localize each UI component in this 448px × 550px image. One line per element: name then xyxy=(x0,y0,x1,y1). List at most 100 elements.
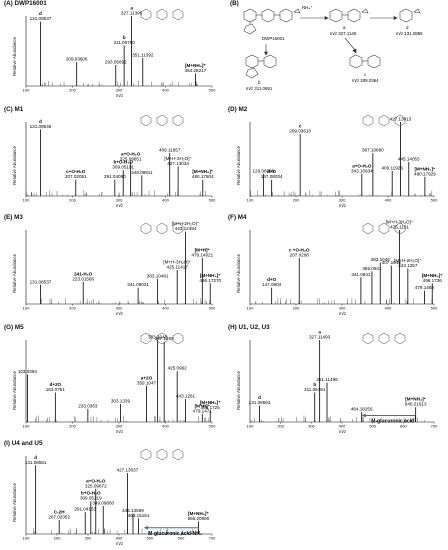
peak-label: 349.09860 xyxy=(92,500,114,505)
x-tick-label: 100 xyxy=(247,424,254,429)
y-axis-label: Relative Abundance xyxy=(12,370,17,410)
x-tick-label: 100 xyxy=(247,198,254,203)
structure-inset xyxy=(362,222,406,235)
scheme-compound-name: DWP16001 xyxy=(262,36,285,41)
peak-label: 383.1048 xyxy=(148,335,168,340)
peak-label: 291.04153 xyxy=(74,507,96,512)
x-tick-label: 100 xyxy=(23,88,30,93)
x-tick-label: 500 xyxy=(431,306,438,311)
axes xyxy=(249,340,434,423)
axes xyxy=(25,16,212,87)
fragment-d-mz: m/z 131.0855 xyxy=(396,31,423,36)
x-tick-label: 300 xyxy=(116,198,123,203)
peak-label: [M+H-3H₂O]⁺425.11417 xyxy=(163,259,191,269)
structure-inset xyxy=(140,222,184,235)
peak-label: 479.1468 xyxy=(415,285,435,290)
x-tick-label: 200 xyxy=(69,306,76,311)
scheme-arrows xyxy=(264,16,398,56)
scheme-svg: DWP16001 NH₄⁺ a m/z 327.1146 d m/z 131.0… xyxy=(243,5,423,91)
x-tick-label: 500 xyxy=(209,198,216,203)
fragment-a-letter: a xyxy=(343,25,346,30)
y-axis-label: Relative Abundance xyxy=(12,483,17,523)
y-axis-label: Relative Abundance xyxy=(12,36,17,76)
x-tick-label: 200 xyxy=(69,88,76,93)
panel-label-g: (G) M5 xyxy=(4,324,24,331)
panel-label-d: (D) M2 xyxy=(228,106,248,113)
loss-arrow-label: M-glucuronic acid xyxy=(371,418,414,424)
fragment-b-structure xyxy=(245,54,277,79)
x-tick-label: 400 xyxy=(385,198,392,203)
peak-label: 367.10890 xyxy=(362,148,384,153)
peak-label: [M+NH₄]⁺656.20990 xyxy=(188,511,210,521)
peak-label: 351.11392 xyxy=(132,53,154,58)
peak-label: 303.1339 xyxy=(111,398,131,403)
x-tick-label: 500 xyxy=(209,88,216,93)
y-axis-label: Relative Abundance xyxy=(12,145,17,185)
x-tick-label: 500 xyxy=(209,306,216,311)
x-axis-label: m/z xyxy=(116,203,124,208)
fragment-c-structure xyxy=(349,54,381,69)
x-tick-label: 600 xyxy=(400,424,407,429)
y-axis-label: Relative Abundance xyxy=(236,370,241,410)
peak-label: 445.14053 xyxy=(398,156,420,161)
x-tick-label: 400 xyxy=(162,306,169,311)
panel-label-e: (E) M3 xyxy=(4,214,23,221)
x-tick-label: 300 xyxy=(308,424,315,429)
fragment-d-letter: d xyxy=(406,25,409,30)
x-tick-label: 200 xyxy=(69,198,76,203)
x-axis-label: m/z xyxy=(116,93,124,98)
panel-label-i: (I) U4 and U5 xyxy=(4,440,43,447)
peak-label: 427.13013 xyxy=(390,117,412,122)
x-tick-label: 200 xyxy=(69,424,76,429)
x-axis-label: m/z xyxy=(116,311,124,316)
structure-inset xyxy=(140,448,184,461)
x-axis-label: m/z xyxy=(339,311,347,316)
peak-label: 103.0394 xyxy=(18,369,38,374)
x-tick-label: 300 xyxy=(339,306,346,311)
y-axis-label: Relative Abundance xyxy=(236,253,241,293)
panel-label-b: (B) xyxy=(230,0,239,7)
peak-label: [M+NH₄]⁺496.17270 xyxy=(199,273,221,283)
loss-arrowhead xyxy=(143,525,148,530)
x-tick-label: 300 xyxy=(339,198,346,203)
peak-label: 443.1261 xyxy=(176,394,196,399)
peak-label: 349.09811 xyxy=(131,170,153,175)
peak-label: 383.10481 xyxy=(147,273,169,278)
x-tick-label: 100 xyxy=(23,306,30,311)
peak-label: 409.11957 xyxy=(159,148,181,153)
fragment-a-structure xyxy=(329,8,369,23)
x-tick-label: 300 xyxy=(85,536,92,541)
peak-label: 383.1046 xyxy=(371,257,391,262)
x-axis-label: m/z xyxy=(339,203,347,208)
panel-label-h: (H) U1, U2, U3 xyxy=(228,324,270,331)
peak-label: 293.05692 xyxy=(105,60,127,65)
x-tick-label: 400 xyxy=(162,424,169,429)
x-tick-label: 500 xyxy=(147,536,154,541)
x-axis-label: m/z xyxy=(116,429,124,434)
peak-label: [M+NH₄]⁺464.28217 xyxy=(185,63,207,73)
x-axis-label: m/z xyxy=(339,429,347,434)
peak-label: [M+NH₄]⁺480.17804 xyxy=(192,169,214,179)
x-tick-label: 300 xyxy=(116,424,123,429)
panel-label-f: (F) M4 xyxy=(228,214,247,221)
peak-label: [M+NH₄]⁺496.1725 xyxy=(200,400,221,410)
structure-inset xyxy=(362,332,406,345)
